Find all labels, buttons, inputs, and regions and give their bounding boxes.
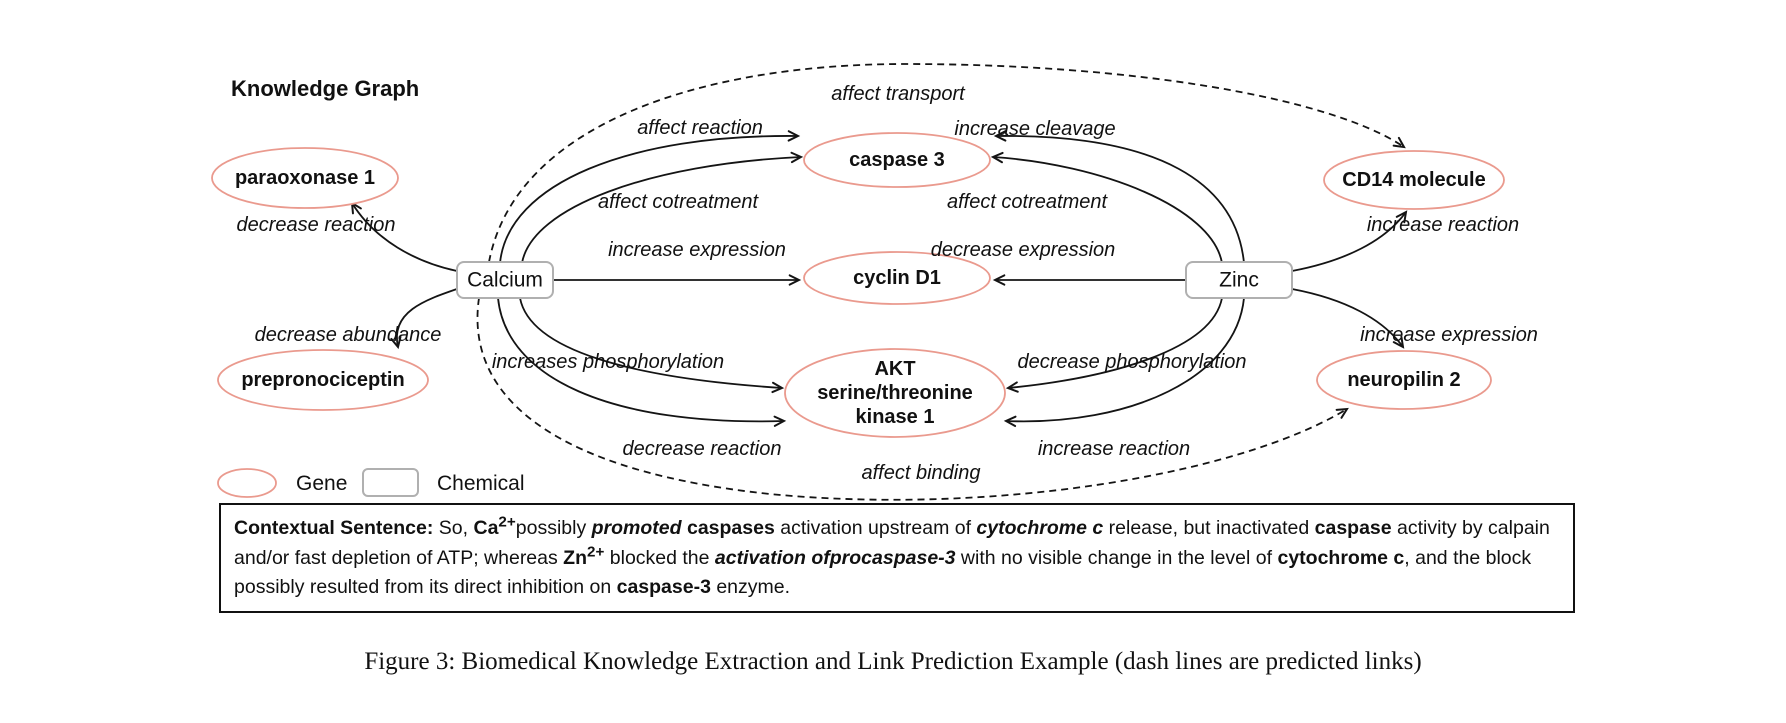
edge-calcium-neuropilin-2-affect-binding-predicted [476, 297, 1349, 501]
edge-calcium-paraoxonase-1 [350, 201, 458, 272]
edge-label-calcium-prepronociceptin: decrease abundance [255, 324, 442, 346]
edge-label-calcium-paraoxonase-1: decrease reaction [237, 214, 396, 236]
node-calcium [456, 261, 554, 299]
legend-chemical-rect [362, 468, 419, 497]
edge-label-calcium-caspase-3-affect-reaction: affect reaction [637, 117, 763, 139]
context-segment: 2+ [587, 543, 605, 560]
edge-label-calcium-caspase-3-affect-cotreatment: affect cotreatment [598, 191, 760, 213]
edge-label-zinc-caspase-3-affect-cotreatment: affect cotreatment [947, 191, 1109, 213]
context-segment: 2+ [498, 513, 516, 531]
edge-calcium-prepronociceptin [390, 288, 458, 350]
edge-zinc-caspase-3-increase-cleavage [993, 130, 1245, 264]
context-segment: possibly [515, 517, 592, 539]
legend: Gene Chemical [217, 468, 525, 498]
edge-calcium-akt-increases-phosphorylation [519, 297, 785, 394]
context-segment: enzyme. [710, 576, 791, 598]
context-segment: activity by calpain and/or fast depletio… [234, 517, 1550, 569]
legend-chemical-label: Chemical [437, 472, 525, 495]
edge-label-calcium-cd14-affect-transport-predicted: affect transport [831, 83, 966, 105]
edge-label-calcium-neuropilin-2-affect-binding-predicted: affect binding [862, 462, 981, 484]
node-cd14-molecule [1323, 150, 1505, 210]
node-cyclin-d1 [803, 251, 991, 305]
node-label-caspase-3: caspase 3 [849, 149, 945, 171]
edge-zinc-caspase-3-affect-cotreatment [990, 151, 1223, 264]
edge-zinc-cd14-increase-reaction [1291, 210, 1408, 272]
nodes-layer: paraoxonase 1 prepronociceptin caspase 3 cy… [211, 132, 1505, 438]
edge-label-zinc-akt-increase-reaction: increase reaction [1038, 438, 1190, 460]
edge-zinc-akt-increase-reaction [1003, 297, 1245, 428]
context-segment: cytochrome c [1277, 546, 1405, 569]
node-label-calcium: Calcium [467, 269, 543, 292]
edge-label-zinc-akt-decrease-phosphorylation: decrease phosphorylation [1017, 351, 1246, 373]
context-segment: caspase-3 [616, 576, 711, 598]
context-segment: , and the block possibly resulted from i… [234, 546, 1532, 599]
node-paraoxonase-1 [211, 147, 399, 209]
edges-layer [350, 63, 1408, 501]
context-segment: caspase [1314, 517, 1392, 539]
edge-calcium-caspase-3-affect-cotreatment [521, 151, 804, 264]
node-prepronociceptin [217, 349, 429, 411]
edge-labels-layer: decrease reaction decrease abundance affec… [237, 83, 1538, 484]
node-akt-serine-threonine-kinase-1 [784, 348, 1006, 438]
legend-gene-ellipse [217, 468, 277, 498]
node-label-cd14-molecule: CD14 molecule [1342, 169, 1485, 191]
contextual-sentence-box: Contextual Sentence: So, Ca2+possibly pr… [219, 503, 1575, 613]
context-segment: Contextual Sentence: [234, 517, 434, 539]
edge-label-zinc-neuropilin-2-increase-expression: increase expression [1360, 324, 1538, 346]
context-segment: caspases [686, 517, 775, 539]
edge-label-calcium-akt-increases-phosphorylation: increases phosphorylation [492, 351, 724, 373]
knowledge-graph-title: Knowledge Graph [231, 76, 420, 101]
legend-gene-label: Gene [296, 472, 347, 495]
edge-zinc-akt-decrease-phosphorylation [1005, 297, 1223, 393]
node-label-zinc: Zinc [1219, 269, 1259, 292]
edge-label-calcium-cyclin-d1: increase expression [608, 239, 786, 261]
context-segment: release, but inactivated [1103, 517, 1315, 539]
node-neuropilin-2 [1316, 350, 1492, 410]
context-segment: cytochrome c [976, 517, 1104, 539]
context-segment: So, [433, 517, 474, 539]
context-segment: Ca [473, 517, 499, 539]
edge-calcium-caspase-3-affect-reaction [499, 130, 801, 264]
context-segment: activation ofprocaspase-3 [714, 546, 956, 569]
edge-calcium-akt-decrease-reaction [497, 297, 787, 427]
node-label-paraoxonase-1: paraoxonase 1 [235, 167, 375, 189]
node-label-neuropilin-2: neuropilin 2 [1347, 369, 1460, 391]
context-segment: Zn [563, 546, 587, 569]
node-label-prepronociceptin: prepronociceptin [241, 369, 404, 391]
node-zinc [1185, 261, 1293, 299]
context-segment: activation upstream of [774, 517, 977, 539]
edge-label-zinc-caspase-3-increase-cleavage: increase cleavage [954, 118, 1115, 140]
edge-label-zinc-cyclin-d1: decrease expression [931, 239, 1116, 261]
node-label-cyclin-d1: cyclin D1 [853, 267, 941, 289]
figure-caption: Figure 3: Biomedical Knowledge Extractio… [364, 648, 1422, 675]
edge-calcium-cd14-affect-transport-predicted [488, 63, 1406, 263]
context-segment: blocked the [604, 546, 715, 569]
node-caspase-3 [803, 132, 991, 188]
context-segment: promoted [591, 517, 682, 539]
edge-label-zinc-cd14-increase-reaction: increase reaction [1367, 214, 1519, 236]
context-segment: with no visible change in the level of [955, 546, 1278, 569]
edge-label-calcium-akt-decrease-reaction: decrease reaction [623, 438, 782, 460]
edge-zinc-neuropilin-2-increase-expression [1291, 288, 1405, 349]
